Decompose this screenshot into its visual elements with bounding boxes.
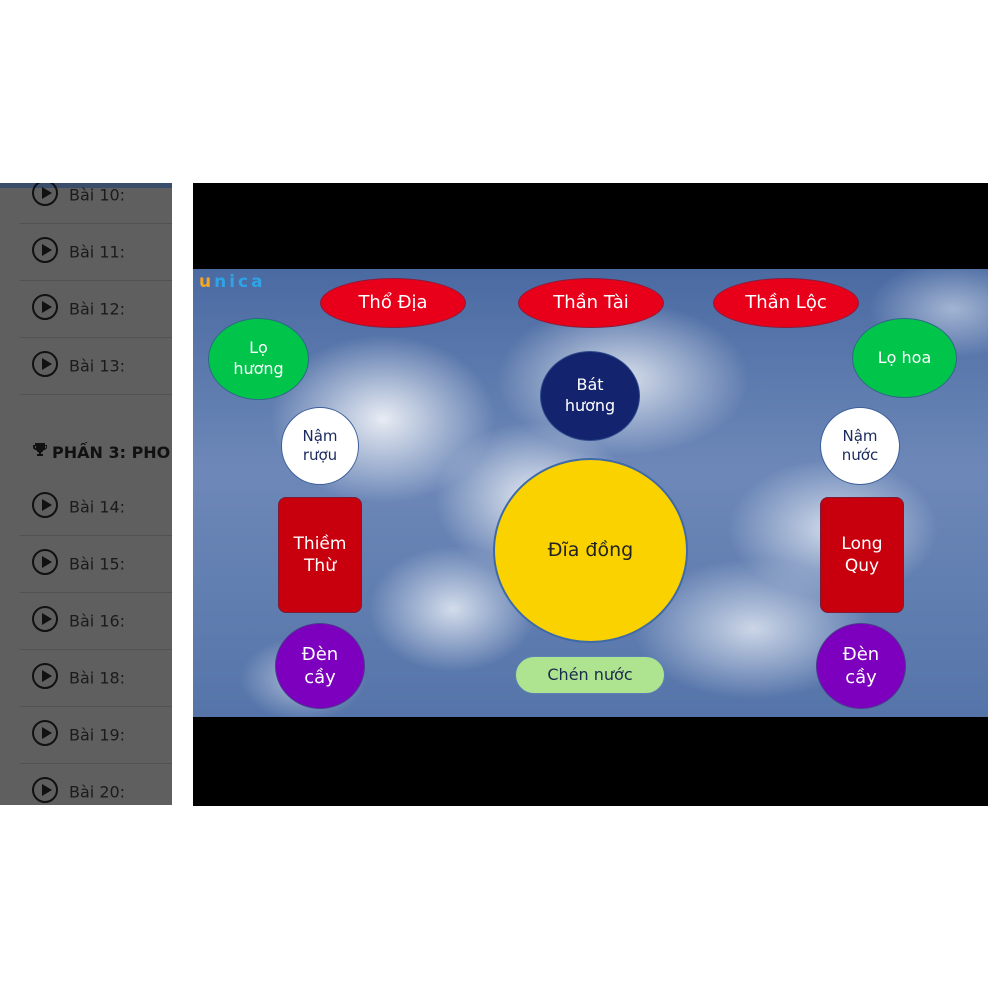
play-icon [32, 294, 58, 320]
lesson-item-14[interactable]: Bài 14: [20, 479, 172, 536]
lesson-label: Bài 16: [69, 611, 126, 631]
play-icon [32, 663, 58, 689]
lesson-item-18[interactable]: Bài 18: [20, 650, 172, 707]
lesson-item-15[interactable]: Bài 15: [20, 536, 172, 593]
lesson-label: Bài 13: [69, 356, 126, 376]
lesson-label: Bài 15: [69, 554, 126, 574]
slide-frame: unica Thổ Địa Thần Tài Thần Lộc Lọ hương… [193, 269, 988, 717]
lesson-item-19[interactable]: Bài 19: [20, 707, 172, 764]
trophy-icon [32, 442, 48, 462]
play-icon [32, 549, 58, 575]
sidebar-top-border [0, 183, 172, 188]
play-icon [32, 183, 58, 206]
nam-nuoc-circle: Nậm nước [820, 407, 900, 485]
play-icon [32, 351, 58, 377]
lesson-label: Bài 14: [69, 497, 126, 517]
lesson-label: Bài 10: [69, 185, 126, 205]
lo-huong-oval: Lọ hương [208, 318, 309, 400]
play-icon [32, 492, 58, 518]
play-icon [32, 777, 58, 803]
lesson-label: Bài 18: [69, 668, 126, 688]
section-header[interactable]: PHẦN 3: PHO [32, 442, 172, 464]
lesson-item-20[interactable]: Bài 20: [20, 764, 172, 805]
lesson-item-12[interactable]: Bài 12: [20, 281, 172, 338]
bat-huong-circle: Bát hương [540, 351, 640, 441]
than-tai-oval: Thần Tài [518, 278, 664, 328]
play-icon [32, 606, 58, 632]
tho-dia-oval: Thổ Địa [320, 278, 466, 328]
lesson-item-16[interactable]: Bài 16: [20, 593, 172, 650]
lesson-item-13[interactable]: Bài 13: [20, 338, 172, 395]
course-sidebar: Bài 10: Bài 11: Bài 12: Bài 13: PHẦN 3: … [0, 183, 172, 805]
lesson-item-10[interactable]: Bài 10: [20, 183, 172, 224]
lo-hoa-oval: Lọ hoa [852, 318, 957, 398]
lesson-label: Bài 11: [69, 242, 126, 262]
lesson-label: Bài 19: [69, 725, 126, 745]
than-loc-oval: Thần Lộc [713, 278, 859, 328]
lesson-item-11[interactable]: Bài 11: [20, 224, 172, 281]
play-icon [32, 237, 58, 263]
den-cay-left-circle: Đèn cầy [275, 623, 365, 709]
chen-nuoc-pill: Chén nước [515, 656, 665, 694]
lesson-label: Bài 12: [69, 299, 126, 319]
play-icon [32, 720, 58, 746]
thiem-thu-box: Thiềm Thừ [278, 497, 362, 613]
nam-ruou-circle: Nậm rượu [281, 407, 359, 485]
video-player[interactable]: unica Thổ Địa Thần Tài Thần Lộc Lọ hương… [193, 183, 988, 806]
section-title: PHẦN 3: PHO [52, 443, 171, 462]
lesson-label: Bài 20: [69, 782, 126, 802]
dia-dong-circle: Đĩa đồng [493, 458, 688, 643]
unica-logo: unica [199, 272, 266, 292]
den-cay-right-circle: Đèn cầy [816, 623, 906, 709]
long-quy-box: Long Quy [820, 497, 904, 613]
